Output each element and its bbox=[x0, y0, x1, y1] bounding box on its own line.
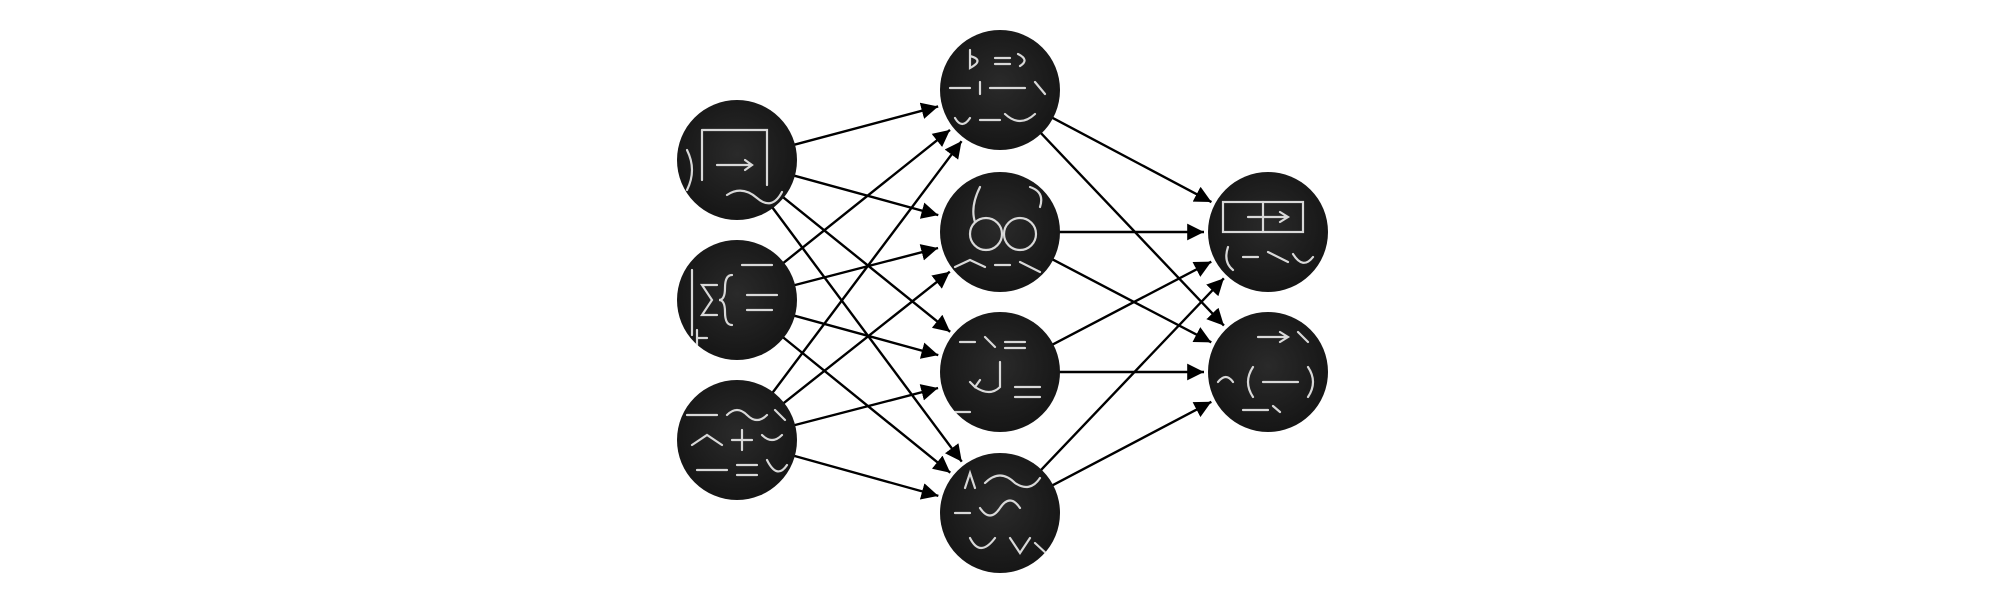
hidden-node-2 bbox=[940, 172, 1060, 292]
node-circle bbox=[677, 240, 797, 360]
output-node-2 bbox=[1208, 312, 1328, 432]
nodes bbox=[677, 30, 1328, 573]
edge-input-3-to-hidden-4 bbox=[792, 454, 939, 500]
node-circle bbox=[940, 453, 1060, 573]
edge-input-1-to-hidden-3 bbox=[781, 195, 951, 333]
edge-hidden-2-to-output-2 bbox=[1050, 257, 1212, 344]
input-node-1 bbox=[677, 100, 797, 220]
edge-hidden-4-to-output-1 bbox=[1039, 277, 1225, 472]
edge-input-2-to-hidden-2 bbox=[792, 244, 939, 287]
edge-input-1-to-hidden-4 bbox=[770, 205, 963, 463]
edge-input-2-to-hidden-3 bbox=[792, 314, 939, 359]
node-circle bbox=[1208, 312, 1328, 432]
chalk-scribbles bbox=[953, 469, 1050, 557]
edge-hidden-4-to-output-2 bbox=[1050, 400, 1212, 488]
chalk-scribbles bbox=[953, 335, 1042, 414]
edge-input-3-to-hidden-2 bbox=[781, 270, 951, 405]
input-node-2 bbox=[677, 240, 797, 360]
edge-hidden-1-to-output-2 bbox=[1039, 131, 1225, 327]
hidden-node-3 bbox=[940, 312, 1060, 432]
chalk-scribbles bbox=[685, 128, 784, 205]
chalk-scribbles bbox=[1216, 330, 1315, 414]
chalk-scribbles bbox=[1221, 200, 1315, 272]
edge-input-1-to-hidden-2 bbox=[792, 174, 939, 219]
edge-input-3-to-hidden-1 bbox=[770, 140, 963, 395]
output-node-1 bbox=[1208, 172, 1328, 292]
edge-input-1-to-hidden-1 bbox=[792, 102, 939, 147]
node-circle bbox=[940, 172, 1060, 292]
chalk-scribbles bbox=[690, 263, 779, 347]
node-circle bbox=[677, 100, 797, 220]
hidden-node-1 bbox=[940, 30, 1060, 150]
edge-input-2-to-hidden-4 bbox=[781, 335, 952, 474]
edge-input-3-to-hidden-3 bbox=[792, 384, 939, 427]
edge-input-2-to-hidden-1 bbox=[781, 128, 951, 265]
edge-hidden-3-to-output-1 bbox=[1050, 260, 1212, 347]
input-node-3 bbox=[677, 380, 797, 500]
connections bbox=[770, 102, 1225, 500]
chalk-scribbles bbox=[685, 408, 789, 477]
edge-hidden-1-to-output-1 bbox=[1050, 116, 1213, 204]
chalk-scribbles bbox=[953, 185, 1043, 274]
hidden-node-4 bbox=[940, 453, 1060, 573]
chalk-scribbles bbox=[948, 48, 1047, 126]
